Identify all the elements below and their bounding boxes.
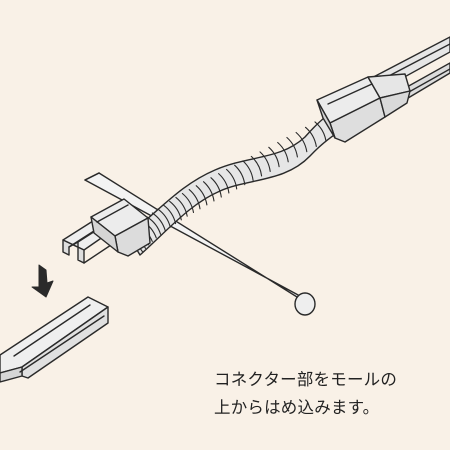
corrugation-rib <box>188 189 201 210</box>
corrugation-rib <box>218 173 230 194</box>
corrugation-rib <box>259 151 271 172</box>
caption-line-2: 上からはめ込みます。 <box>214 398 380 417</box>
corrugation-rib <box>304 126 317 147</box>
corrugation-rib <box>151 212 166 232</box>
corrugation-rib <box>169 200 182 221</box>
flexible-connector <box>124 104 356 256</box>
corrugation-rib <box>157 208 171 228</box>
corrugation-rib <box>195 185 208 206</box>
corrugation-rib <box>175 196 188 217</box>
corrugation-rib <box>234 164 246 186</box>
pipe <box>84 172 316 316</box>
corrugation-rib <box>181 192 195 214</box>
corrugation-rib <box>202 181 215 202</box>
corrugation-rib <box>163 204 177 225</box>
corrugation-rib <box>286 136 298 158</box>
upper-connector-cap <box>316 73 411 143</box>
corrugation-rib <box>242 160 254 181</box>
lower-molding <box>0 296 109 383</box>
corrugation-rib <box>295 131 308 153</box>
caption-line-1: コネクター部をモールの <box>214 370 398 389</box>
corrugation-rib <box>268 146 280 168</box>
corrugation-rib <box>225 168 238 190</box>
corrugation-rib <box>314 121 327 142</box>
down-arrow-icon <box>31 264 54 298</box>
corrugation-rib <box>210 177 222 198</box>
corrugation-rib <box>277 141 289 163</box>
corrugation-rib <box>250 155 263 177</box>
lower-connector-cap <box>90 198 151 257</box>
